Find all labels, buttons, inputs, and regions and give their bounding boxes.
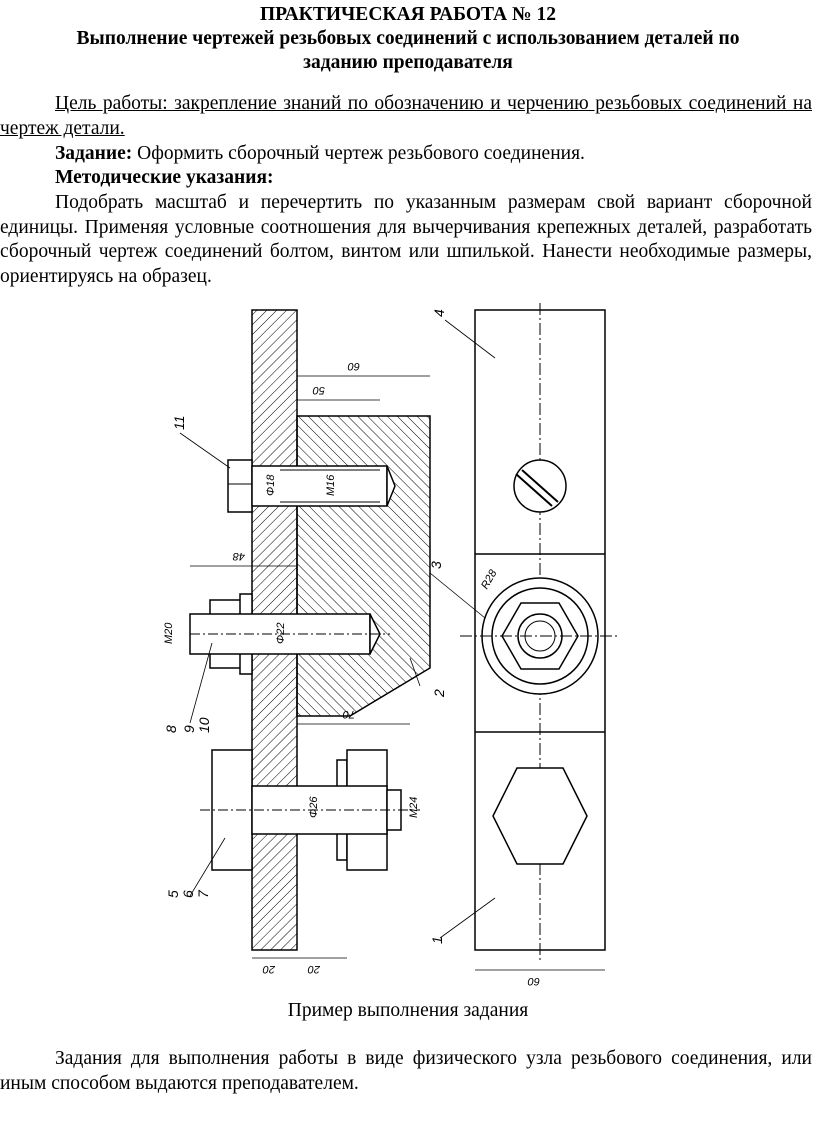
dim-m24: M24 — [408, 797, 420, 818]
assembly-drawing: 60 50 48 70 20 20 60 68 78 Φ18 M16 Φ22 M… — [163, 303, 620, 987]
task-text: Оформить сборочный чертеж резьбового сое… — [132, 143, 585, 164]
description-paragraph: Подобрать масштаб и перечертить по указа… — [0, 192, 812, 287]
stud-assembly — [189, 593, 390, 675]
dimension-lines — [190, 375, 605, 971]
task-label: Задание: — [55, 143, 133, 164]
dim-70: 70 — [342, 708, 355, 720]
callouts — [179, 319, 496, 939]
side-view — [460, 303, 620, 963]
label-4: 4 — [431, 309, 447, 317]
figure-caption: Пример выполнения задания — [287, 1000, 529, 1021]
label-6: 6 — [180, 890, 196, 898]
footer-paragraph: Задания для выполнения работы в виде физ… — [0, 1048, 812, 1094]
callout-labels: 11 4 3 2 1 8 9 10 5 6 7 — [163, 309, 447, 944]
dim-60-bottom: 60 — [527, 975, 540, 987]
label-9: 9 — [181, 725, 197, 733]
page-subtitle-line1: Выполнение чертежей резьбовых соединений… — [76, 28, 740, 49]
bolt-assembly — [200, 749, 420, 871]
dim-60-top: 60 — [347, 360, 360, 372]
dim-20b: 20 — [307, 963, 321, 975]
dim-phi22: Φ22 — [275, 623, 287, 644]
dim-20a: 20 — [262, 963, 276, 975]
label-2: 2 — [431, 689, 447, 698]
label-1: 1 — [429, 936, 445, 944]
label-10: 10 — [196, 717, 212, 733]
label-3: 3 — [428, 561, 444, 569]
dim-phi26: Φ26 — [308, 796, 320, 818]
dim-m20: M20 — [163, 622, 175, 644]
bracket-section — [296, 415, 431, 717]
dim-48: 48 — [232, 550, 245, 562]
label-7: 7 — [195, 889, 211, 898]
dim-phi18: Φ18 — [265, 474, 277, 496]
label-11: 11 — [171, 415, 187, 430]
screw-11 — [227, 459, 396, 513]
goal-paragraph: Цель работы: закрепление знаний по обозн… — [0, 93, 812, 139]
page-title: ПРАКТИЧЕСКАЯ РАБОТА № 12 — [260, 4, 556, 25]
dim-50: 50 — [312, 384, 325, 396]
label-5: 5 — [165, 890, 181, 898]
page-subtitle-line2: заданию преподавателя — [303, 52, 513, 73]
method-heading: Методические указания: — [55, 167, 274, 188]
task-paragraph: Задание: Оформить сборочный чертеж резьб… — [55, 142, 815, 167]
label-8: 8 — [163, 725, 179, 733]
dim-m16: M16 — [325, 474, 337, 496]
